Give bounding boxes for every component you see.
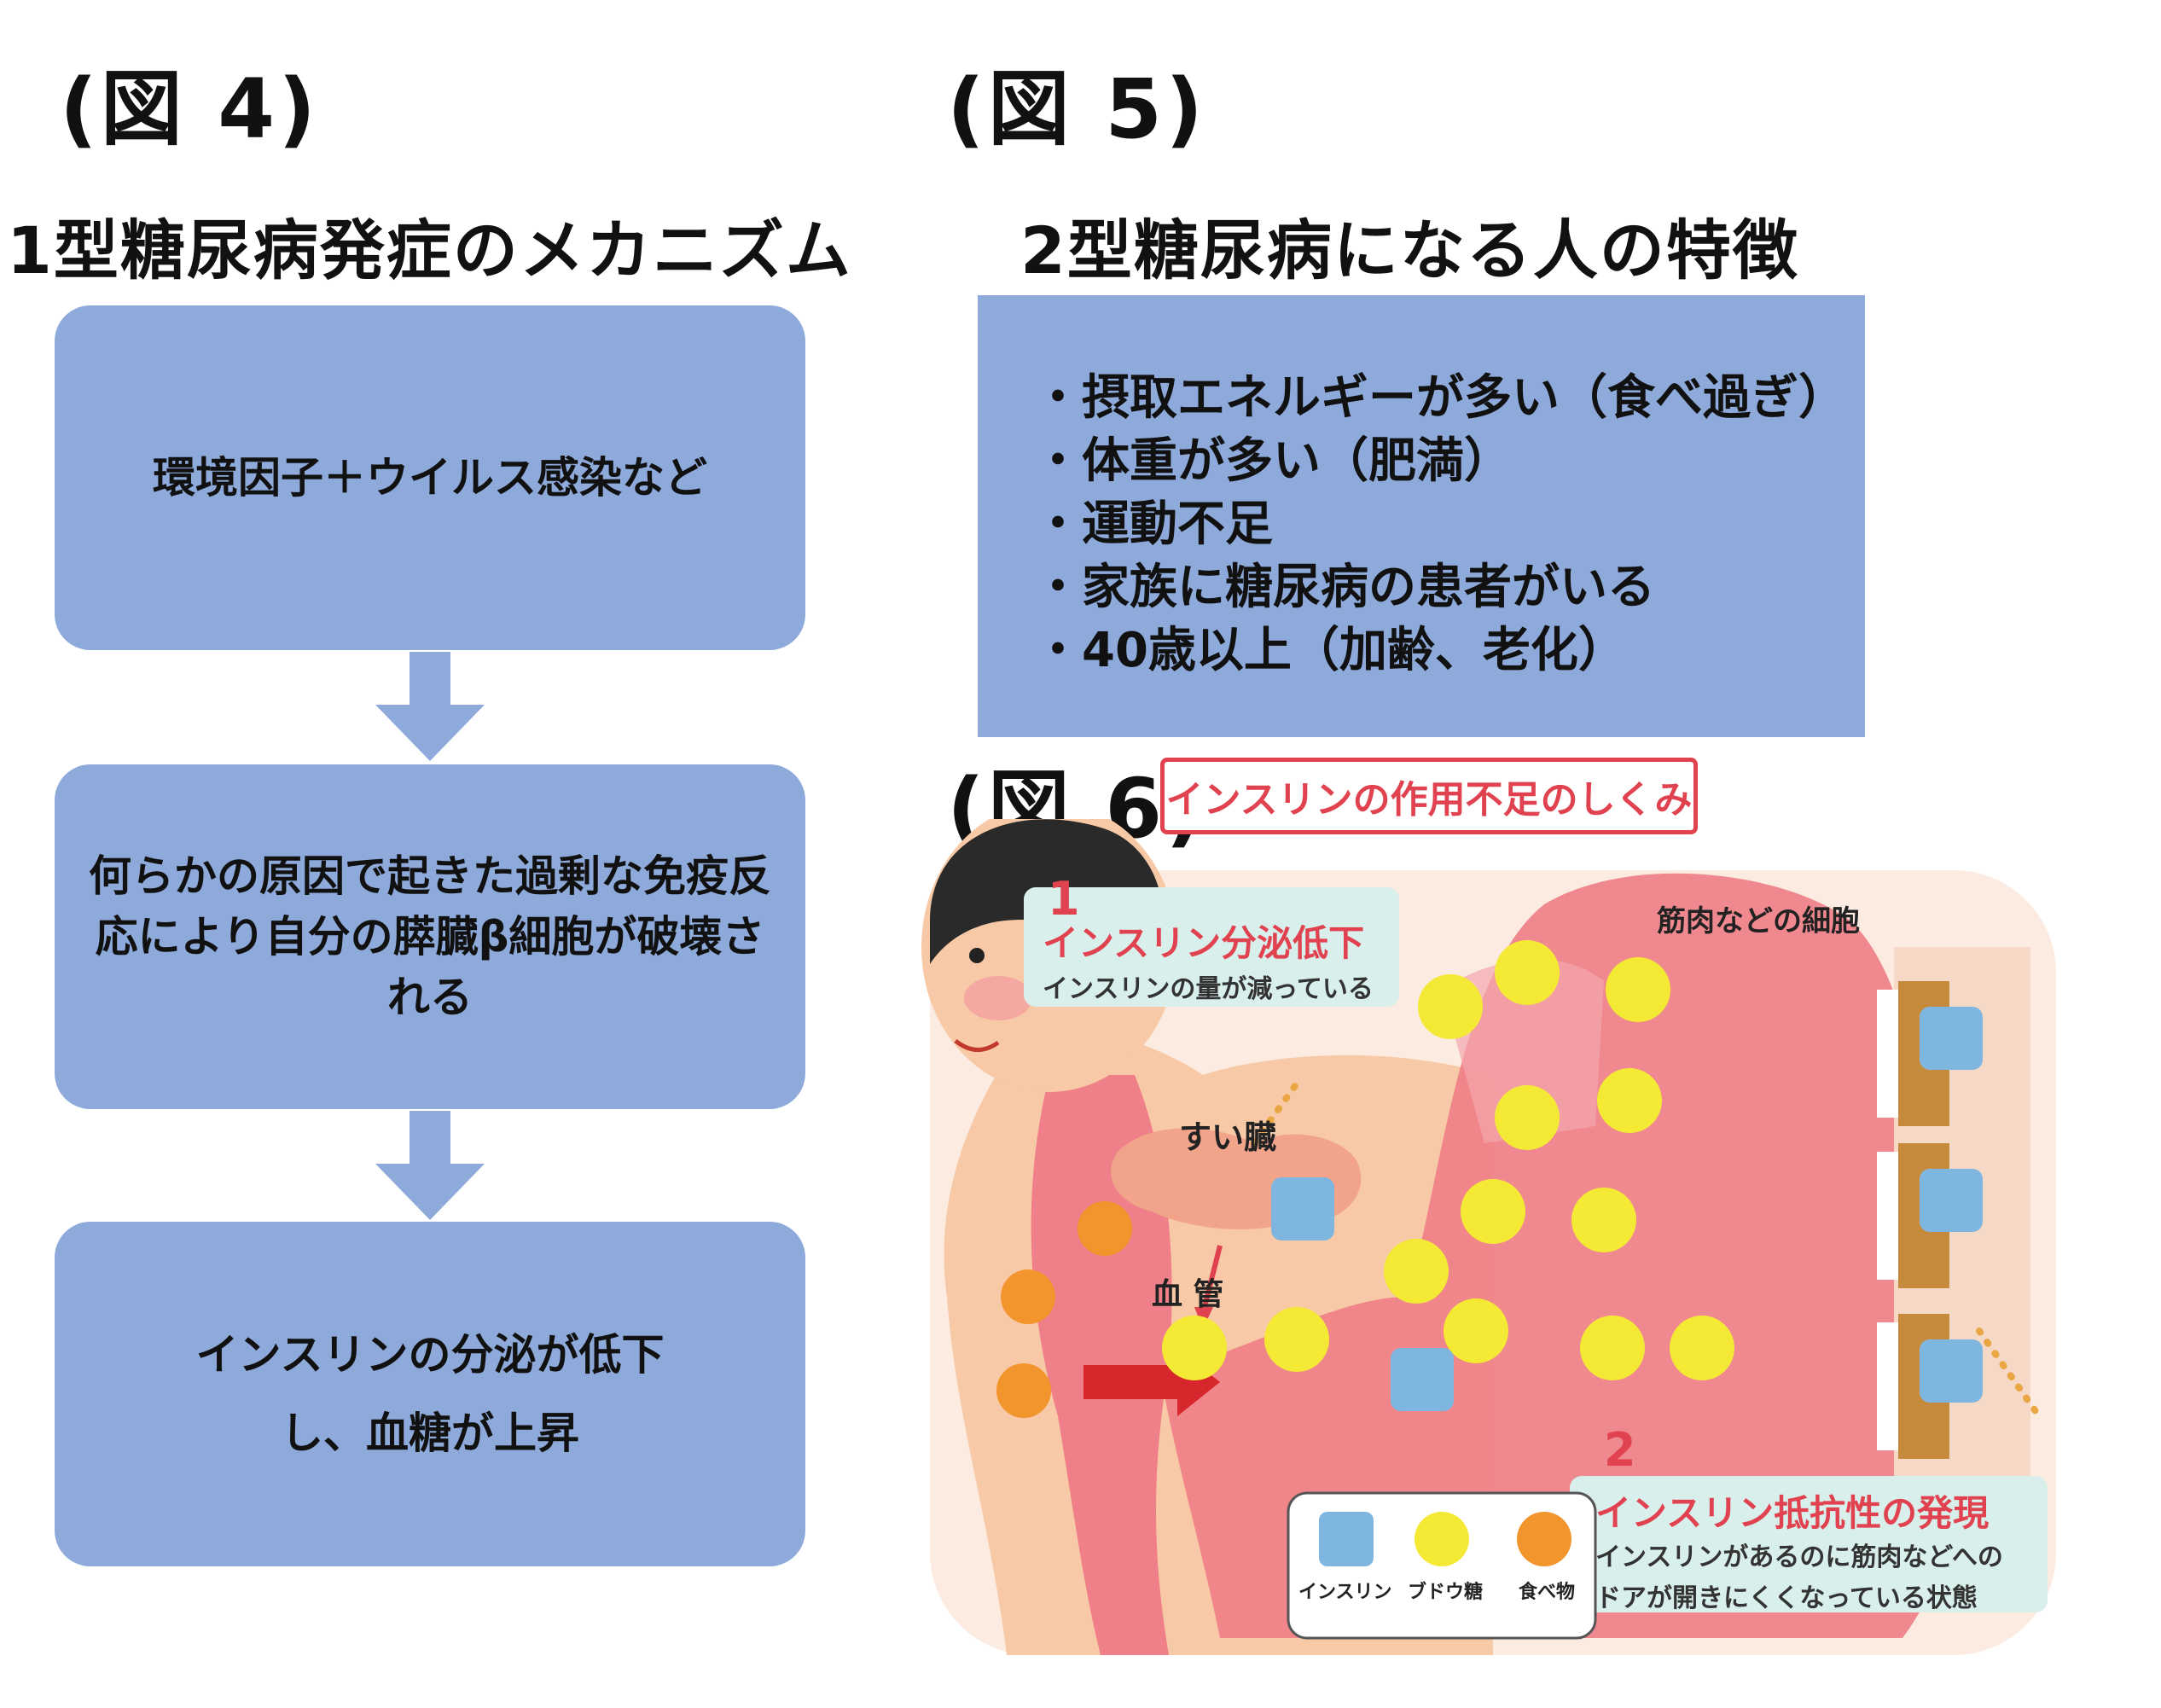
feature-item: ・体重が多い（肥満） — [1034, 433, 1512, 489]
fig4-label: (図 4) — [60, 61, 319, 157]
point1-desc: インスリンの量が減っている — [1043, 974, 1374, 1004]
insulin-mechanism-illustration — [921, 819, 2056, 1655]
flow-step-3-text: インスリンの分泌が低下し、血糖が上昇 — [195, 1329, 665, 1459]
flow-step-1-text: 環境因子＋ウイルス感染など — [153, 452, 707, 503]
feature-item: ・摂取エネルギーが多い（食べ過ぎ） — [1034, 370, 1846, 426]
muscle-cell-label: 筋肉などの細胞 — [1657, 904, 1860, 938]
glucose-icon — [1162, 940, 1734, 1380]
down-arrow-icon — [375, 1111, 485, 1220]
legend-icons — [1319, 1512, 1571, 1566]
fig5-title: 2型糖尿病になる人の特徴 — [1020, 212, 1799, 288]
legend-food: 食べ物 — [1519, 1582, 1576, 1603]
down-arrow-icon — [375, 652, 485, 761]
pancreas-label: すい臓 — [1179, 1118, 1277, 1156]
fig6-title: インスリンの作用不足のしくみ — [1165, 778, 1693, 822]
flow-step-2-text: 何らかの原因で起きた過剰な免疫反応により自分の膵臓β細胞が破壊される — [89, 851, 771, 1022]
insulin-icon — [1271, 1007, 1983, 1411]
flow-step-2: 何らかの原因で起きた過剰な免疫反応により自分の膵臓β細胞が破壊される — [55, 764, 805, 1109]
vessel-label: 血 管 — [1152, 1277, 1224, 1312]
feature-item: ・家族に糖尿病の患者がいる — [1034, 560, 1655, 615]
point1-heading: インスリン分泌低下 — [1043, 922, 1365, 964]
features-box: ・摂取エネルギーが多い（食べ過ぎ） ・体重が多い（肥満） ・運動不足 ・家族に糖… — [978, 295, 1865, 737]
flow-step-1: 環境因子＋ウイルス感染など — [55, 305, 805, 650]
features-list: ・摂取エネルギーが多い（食べ過ぎ） ・体重が多い（肥満） ・運動不足 ・家族に糖… — [1034, 367, 1846, 683]
flow-step-3: インスリンの分泌が低下し、血糖が上昇 — [55, 1222, 805, 1566]
point1-number: 1 — [1048, 872, 1080, 926]
fig4-title: 1型糖尿病発症のメカニズム — [7, 212, 852, 288]
food-icon — [996, 1201, 1132, 1418]
door-icon — [1877, 981, 1949, 1459]
legend-insulin: インスリン — [1298, 1582, 1392, 1603]
feature-item: ・運動不足 — [1034, 497, 1273, 552]
point2-heading: インスリン抵抗性の発現 — [1595, 1492, 1990, 1534]
legend-glucose: ブドウ糖 — [1408, 1582, 1484, 1603]
point2-desc-1: インスリンがあるのに筋肉などへの — [1595, 1542, 2003, 1572]
point2-number: 2 — [1604, 1423, 1636, 1477]
feature-item: ・40歳以上（加齢、老化） — [1034, 623, 1626, 678]
fig6-title-box: インスリンの作用不足のしくみ — [1160, 758, 1698, 834]
fig5-label: (図 5) — [947, 61, 1206, 157]
point2-desc-2: ドアが開きにくくなっている状態 — [1595, 1583, 1978, 1613]
